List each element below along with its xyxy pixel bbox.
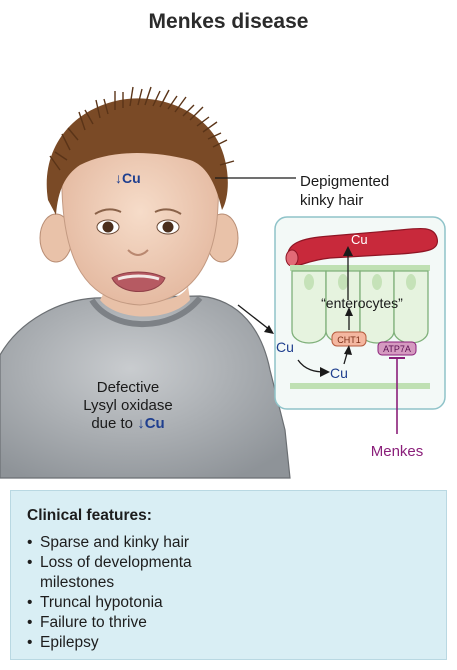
shirt-label-prefix: due to — [91, 415, 137, 432]
shirt-label-line3: due to ↓Cu — [91, 415, 164, 432]
page-title: Menkes disease — [148, 10, 309, 33]
feature-item: Loss of developmenta — [27, 553, 446, 573]
shirt-label-line1: Defective — [97, 379, 160, 396]
feature-item: Failure to thrive — [27, 613, 446, 633]
shirt-label-line2: Lysyl oxidase — [83, 397, 173, 414]
pointer-arrow — [237, 304, 271, 331]
cell-cu-label: Cu — [330, 365, 348, 381]
child-shirt — [0, 295, 291, 479]
hair-label-line2: kinky hair — [300, 192, 363, 209]
feature-item-continuation: milestones — [40, 574, 115, 591]
basal-membrane — [290, 383, 430, 389]
feature-item: Sparse and kinky hair — [27, 533, 446, 553]
atp7a-label: ATP7A — [383, 344, 411, 354]
cell-nuclei — [304, 274, 416, 290]
vessel-cu-label: Cu — [351, 232, 368, 247]
shirt-label-cu: ↓Cu — [137, 415, 165, 432]
incoming-cu-label: Cu — [276, 339, 294, 355]
clinical-features-list: Sparse and kinky hair Loss of developmen… — [27, 533, 446, 653]
head-cu-label: ↓Cu — [115, 170, 141, 186]
cht1-label: CHT1 — [337, 335, 361, 345]
feature-item: Truncal hypotonia — [27, 593, 446, 613]
feature-item: Epilepsy — [27, 633, 446, 653]
clinical-features-title: Clinical features: — [27, 507, 152, 524]
child-neck — [100, 285, 190, 317]
enterocytes-label: “enterocytes” — [321, 295, 403, 311]
atp7a-transporter — [377, 341, 417, 356]
enterocyte-cells — [291, 270, 429, 344]
shirt-collar — [89, 296, 203, 328]
hair-label-line1: Depigmented — [300, 173, 389, 190]
child-hair — [46, 98, 228, 215]
clinical-features-box: Clinical features: Sparse and kinky hair… — [10, 490, 447, 660]
apical-membrane — [290, 265, 430, 271]
menkes-illustration: ↓Cu Depigmented kinky hair Defective Lys… — [0, 86, 446, 479]
hair-spikes — [49, 86, 235, 171]
menkes-label: Menkes — [371, 443, 424, 460]
child-nose — [127, 249, 149, 256]
